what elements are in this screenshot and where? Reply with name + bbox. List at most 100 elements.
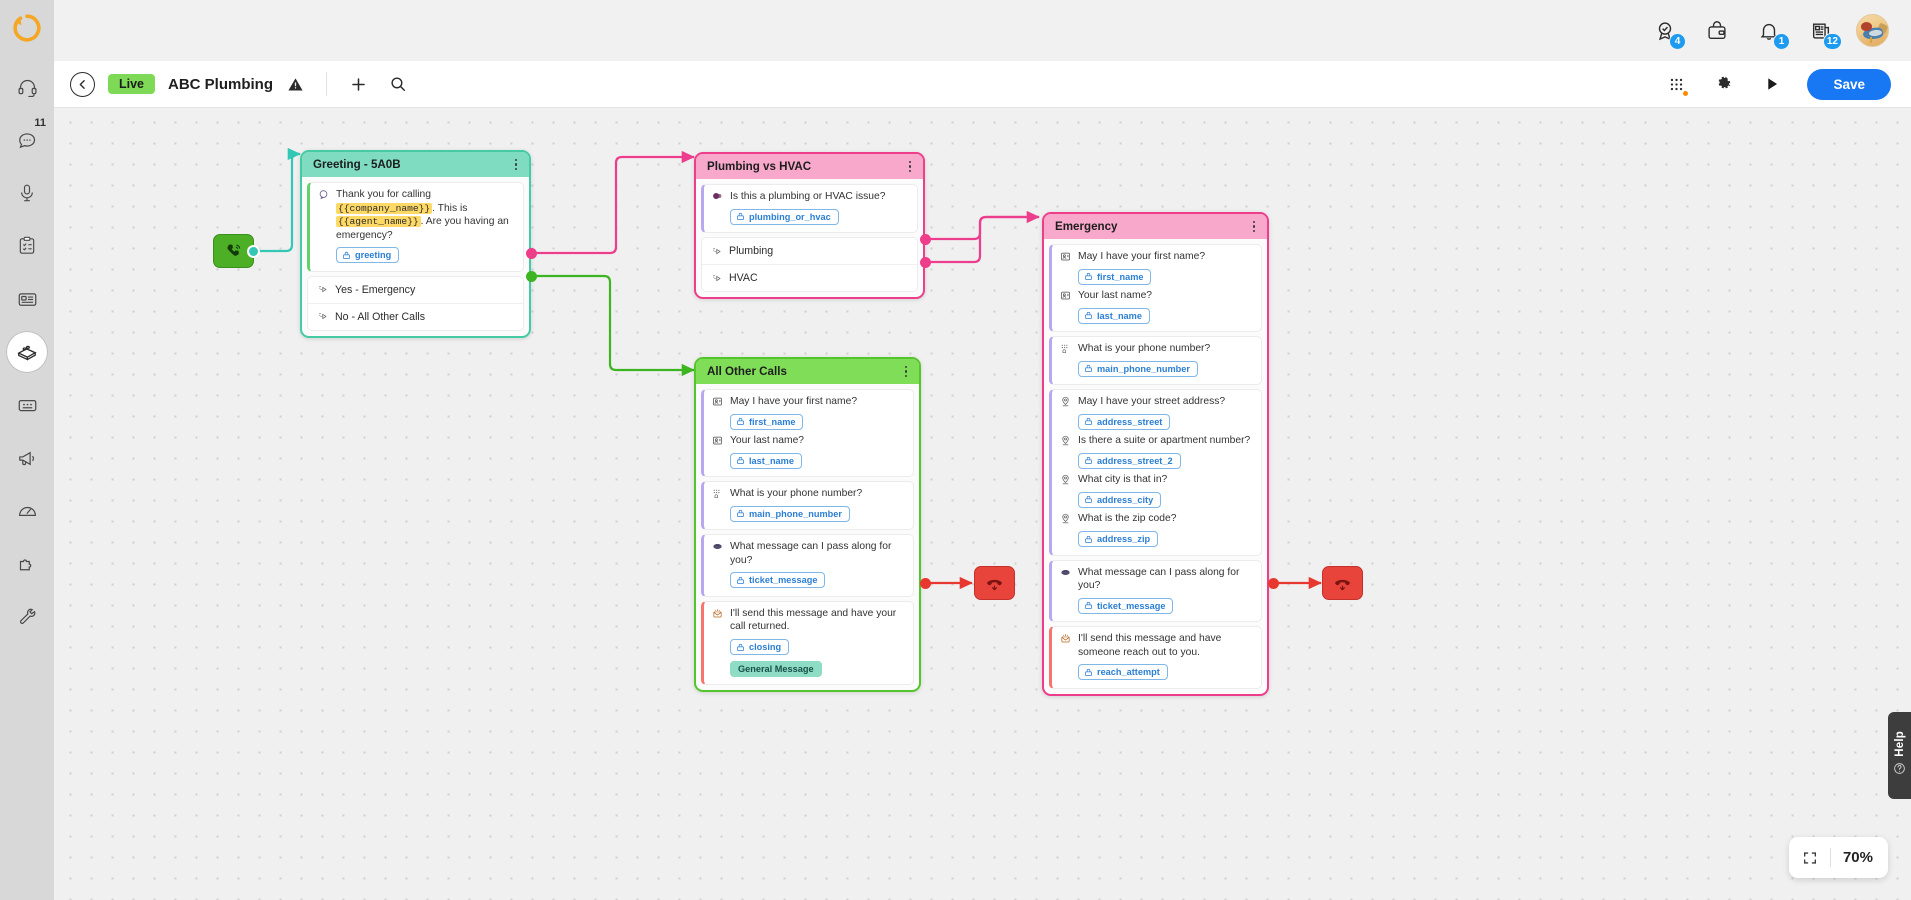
emg-street2-chip[interactable]: address_street_2 [1078,452,1181,469]
node-all-other-calls-menu-icon[interactable] [902,362,910,381]
zoom-divider [1829,848,1831,867]
aoc-phone-text: What is your phone number? [730,488,863,500]
left-nav-rail: 11 [0,0,54,900]
aoc-first-name-chip[interactable]: first_name [730,413,804,430]
start-output-port[interactable] [247,245,260,258]
save-button[interactable]: Save [1807,68,1891,100]
aoc-closing-card[interactable]: I'll send this message and have your cal… [701,600,914,685]
node-plumbing-vs-hvac-menu-icon[interactable] [906,157,914,176]
greeting-output-port-other[interactable] [526,271,537,282]
emergency-output-port[interactable] [1268,578,1279,589]
sidebar-item-megaphone[interactable] [6,437,48,479]
node-greeting-header[interactable]: Greeting - 5A0B [302,152,529,177]
node-emergency-menu-icon[interactable] [1250,217,1258,236]
wallet-lock-icon[interactable] [1698,12,1736,50]
node-emergency[interactable]: Emergency May I have your first name? [1042,212,1269,696]
node-emergency-title: Emergency [1055,220,1118,233]
sidebar-item-tasks[interactable] [6,225,48,267]
plumbing-option-hvac[interactable]: HVAC [702,264,917,292]
plumbing-output-port[interactable] [920,234,931,245]
branch-icon [713,247,721,254]
sidebar-item-id-card[interactable] [6,278,48,320]
plumbing-option-label: HVAC [729,272,758,285]
flow-toolbar: Live ABC Plumbing [54,61,1911,108]
greeting-option-no-all-other-calls[interactable]: No - All Other Calls [308,302,523,330]
emg-message-chip[interactable]: ticket_message [1078,597,1174,614]
emg-city-chip[interactable]: address_city [1078,491,1162,508]
sidebar-item-chat[interactable]: 11 [6,118,48,161]
node-all-other-calls-header[interactable]: All Other Calls [696,359,919,384]
greeting-variable-chip[interactable]: greeting [336,247,400,264]
plumbing-option-plumbing[interactable]: Plumbing [702,238,917,265]
node-emergency-header[interactable]: Emergency [1044,214,1267,239]
aoc-name-card[interactable]: May I have your first name? first_name [701,389,914,478]
flow-canvas[interactable]: Greeting - 5A0B Thank you for calling {{… [54,108,1911,900]
emg-zip-text: What is the zip code? [1078,513,1177,525]
greeting-output-port-emergency[interactable] [526,248,537,259]
emg-address-card[interactable]: May I have your street address? address_… [1049,389,1262,556]
brand-ring-logo[interactable] [7,8,47,48]
greeting-option-yes-emergency[interactable]: Yes - Emergency [308,276,523,303]
help-tab[interactable]: Help [1888,712,1911,799]
add-node-button[interactable] [341,67,375,101]
award-badge-icon[interactable]: 4 [1646,12,1686,50]
node-greeting[interactable]: Greeting - 5A0B Thank you for calling {{… [300,150,531,338]
decision-icon [711,190,724,202]
aoc-last-name-chip[interactable]: last_name [730,452,802,469]
node-plumbing-vs-hvac[interactable]: Plumbing vs HVAC Is this a plumbing or H… [694,152,925,300]
keypad-icon [711,487,724,499]
news-feed-icon[interactable]: 12 [1802,12,1842,50]
back-button[interactable] [70,71,95,97]
user-avatar[interactable] [1856,14,1889,47]
emg-phone-chip[interactable]: main_phone_number [1078,360,1198,377]
sidebar-item-headset[interactable] [6,66,48,108]
aoc-phone-card[interactable]: What is your phone number? main_phone_nu… [701,481,914,531]
aoc-closing-text: I'll send this message and have your cal… [730,607,897,633]
emg-reach-card[interactable]: I'll send this message and have someone … [1049,626,1262,689]
sidebar-item-puzzle[interactable] [6,543,48,585]
hvac-output-port[interactable] [920,257,931,268]
node-plumbing-vs-hvac-body: Is this a plumbing or HVAC issue? plumbi… [696,179,923,297]
sidebar-item-settings-tools[interactable] [6,596,48,638]
warning-triangle-icon[interactable] [287,76,304,93]
aoc-message-card[interactable]: What message can I pass along for you? t… [701,534,914,597]
run-test-button[interactable] [1755,67,1789,101]
fit-to-screen-icon[interactable] [1802,850,1818,866]
emg-message-text: What message can I pass along for you? [1078,566,1240,592]
emg-zip-chip[interactable]: address_zip [1078,531,1159,548]
emg-reach-chip[interactable]: reach_attempt [1078,664,1168,681]
greeting-prompt-card[interactable]: Thank you for calling {{company_name}}. … [307,182,524,272]
emg-name-card[interactable]: May I have your first name? first_name [1049,244,1262,333]
node-all-other-calls[interactable]: All Other Calls May I have your first na… [694,357,921,692]
zoom-level[interactable]: 70% [1842,849,1873,866]
aoc-first-name-text: May I have your first name? [730,396,858,407]
all-other-calls-output-port[interactable] [920,578,931,589]
hangup-node-all-other-calls[interactable] [974,566,1015,600]
search-button[interactable] [381,67,415,101]
send-icon [711,607,724,619]
news-count: 12 [1822,32,1842,50]
plumbing-question-card[interactable]: Is this a plumbing or HVAC issue? plumbi… [701,184,918,234]
settings-button[interactable] [1707,67,1741,101]
aoc-closing-chip[interactable]: closing [730,639,790,656]
sidebar-item-flow-builder[interactable] [6,331,48,373]
aoc-general-message-tag[interactable]: General Message [730,660,822,677]
emg-first-name-chip[interactable]: first_name [1078,268,1152,285]
aoc-phone-chip[interactable]: main_phone_number [730,505,850,522]
status-badge[interactable]: Live [108,74,156,94]
node-greeting-menu-icon[interactable] [512,155,520,174]
emg-phone-card[interactable]: What is your phone number? main_phone_nu… [1049,336,1262,386]
emg-street-chip[interactable]: address_street [1078,413,1171,430]
sidebar-item-microphone[interactable] [6,172,48,214]
hangup-node-emergency[interactable] [1322,566,1363,600]
node-plumbing-vs-hvac-header[interactable]: Plumbing vs HVAC [696,154,923,179]
emg-message-card[interactable]: What message can I pass along for you? t… [1049,559,1262,623]
apps-grid-button[interactable] [1659,67,1693,101]
emg-last-name-chip[interactable]: last_name [1078,307,1150,324]
plumbing-variable-chip[interactable]: plumbing_or_hvac [730,208,839,225]
help-tab-label: Help [1893,731,1906,757]
bell-icon[interactable]: 1 [1750,12,1790,50]
aoc-message-chip[interactable]: ticket_message [730,572,826,589]
sidebar-item-dashboard[interactable] [6,490,48,532]
sidebar-item-contact-card[interactable] [6,384,48,426]
